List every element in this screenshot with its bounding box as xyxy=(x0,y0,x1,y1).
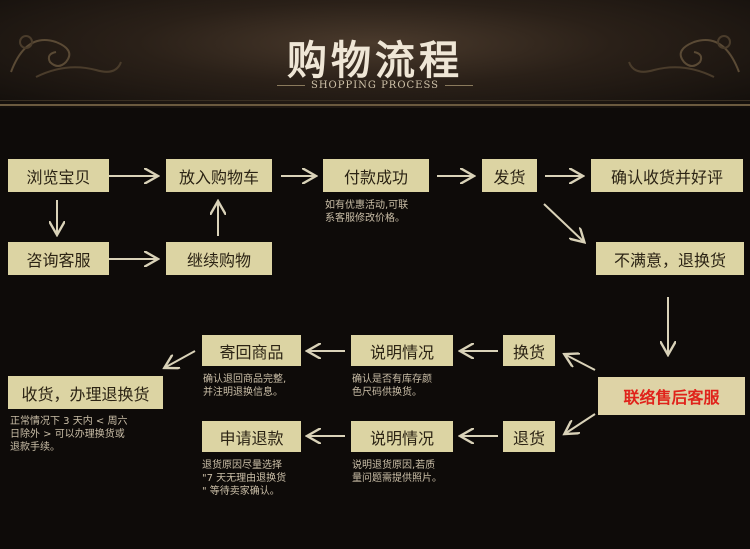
note-pay-line-2: 系客服修改价格。 xyxy=(325,213,405,224)
node-contact-service: 联络售后客服 xyxy=(598,377,745,415)
node-browse: 浏览宝贝 xyxy=(8,159,109,192)
arrow-service-to-refund xyxy=(566,413,596,433)
page-subtitle: SHOPPING PROCESS xyxy=(0,80,750,91)
note-send-back-line-1: 确认退回商品完整, xyxy=(203,374,287,385)
note-receive-refund-line-2: 日除外 > 可以办理换货或 xyxy=(10,429,125,440)
header-divider xyxy=(0,104,750,106)
note-explain-exchange-line-1: 确认是否有库存颜 xyxy=(352,374,432,385)
note-pay-line-1: 如有优惠活动,可联 xyxy=(325,200,409,211)
ornament-right-icon xyxy=(628,35,740,78)
note-explain-refund-line-2: 量问题需提供照片。 xyxy=(352,473,442,484)
note-pay: 如有优惠活动,可联 系客服修改价格。 xyxy=(325,199,408,225)
arrow-service-to-exchange xyxy=(566,355,596,371)
page-title: 购物流程 xyxy=(287,38,463,84)
node-ship: 发货 xyxy=(482,159,537,192)
node-receive-refund: 收货，办理退换货 xyxy=(8,376,163,409)
arrow-sendback-to-receive xyxy=(166,350,196,367)
note-explain-refund-line-1: 说明退货原因,若质 xyxy=(352,460,436,471)
subtitle-text: SHOPPING PROCESS xyxy=(310,80,440,91)
node-unsatisfied: 不满意，退换货 xyxy=(596,242,744,275)
note-send-back-line-2: 并注明退换信息。 xyxy=(203,387,283,398)
node-add-cart: 放入购物车 xyxy=(166,159,272,192)
arrow-ship-to-unsatisfied xyxy=(543,203,583,241)
note-apply-refund-line-2: "7 天无理由退换货 xyxy=(202,473,287,484)
ornament-left-icon xyxy=(10,35,122,78)
node-continue: 继续购物 xyxy=(166,242,272,275)
node-exchange: 换货 xyxy=(503,335,555,366)
note-apply-refund-line-3: " 等待卖家确认。 xyxy=(202,486,280,497)
node-confirm: 确认收货并好评 xyxy=(591,159,743,192)
node-refund: 退货 xyxy=(503,421,555,452)
node-explain-refund: 说明情况 xyxy=(351,421,453,452)
note-explain-exchange: 确认是否有库存颜 色尺码供换货。 xyxy=(352,373,432,399)
node-explain-exchange: 说明情况 xyxy=(351,335,453,366)
header-divider-thin xyxy=(0,100,750,101)
note-explain-refund: 说明退货原因,若质 量问题需提供照片。 xyxy=(352,459,442,485)
note-apply-refund-line-1: 退货原因尽量选择 xyxy=(202,460,282,471)
note-receive-refund: 正常情况下 3 天内 < 周六 日除外 > 可以办理换货或 退款手续。 xyxy=(10,415,127,454)
header-banner: 购物流程 SHOPPING PROCESS xyxy=(0,0,750,108)
note-apply-refund: 退货原因尽量选择 "7 天无理由退换货 " 等待卖家确认。 xyxy=(202,459,286,498)
note-explain-exchange-line-2: 色尺码供换货。 xyxy=(352,387,422,398)
node-pay: 付款成功 xyxy=(323,159,429,192)
node-apply-refund: 申请退款 xyxy=(202,421,301,452)
note-receive-refund-line-1: 正常情况下 3 天内 < 周六 xyxy=(10,416,128,427)
note-receive-refund-line-3: 退款手续。 xyxy=(10,442,60,453)
note-send-back: 确认退回商品完整, 并注明退换信息。 xyxy=(203,373,286,399)
node-consult: 咨询客服 xyxy=(8,242,109,275)
node-send-back: 寄回商品 xyxy=(202,335,301,366)
